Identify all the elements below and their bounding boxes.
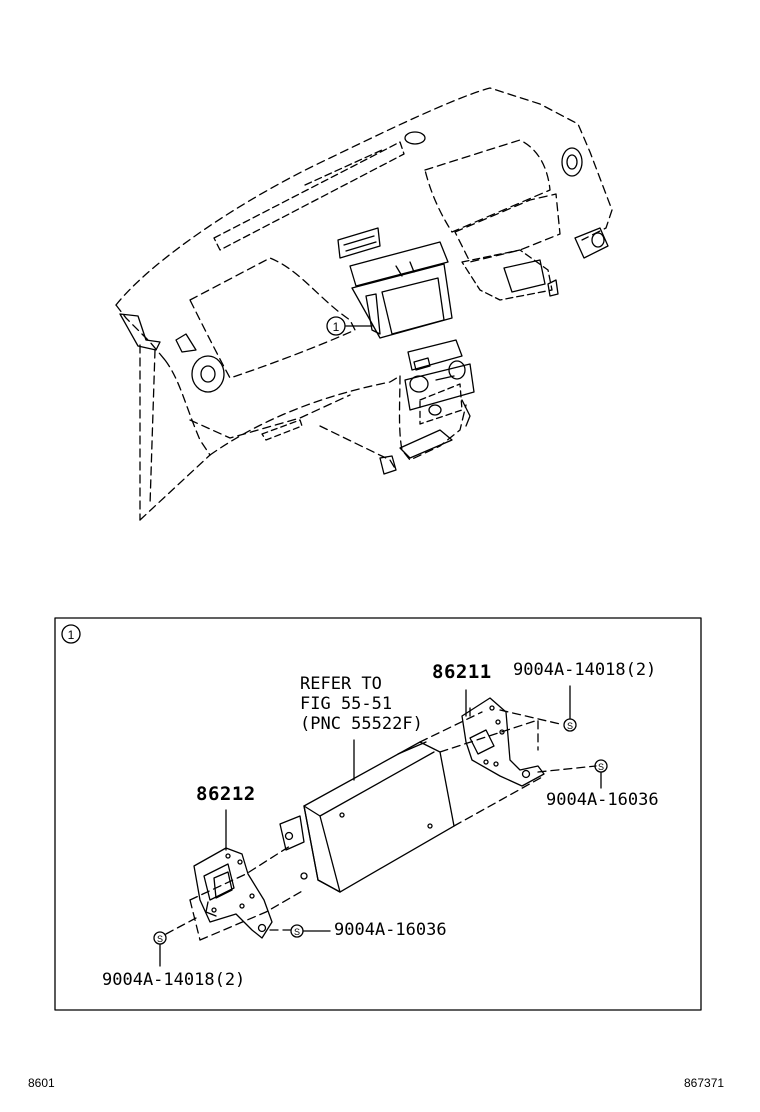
detail-callout-circle [61, 624, 81, 644]
footer-illustration-id: 867371 [684, 1076, 725, 1090]
overview-callout-number: 1 [333, 320, 340, 334]
screw-label-right: 9004A-16036 [546, 790, 659, 810]
screw-label-lower-center: 9004A-16036 [334, 920, 447, 940]
bracket-86211 [461, 697, 545, 787]
part-number-86211: 86211 [432, 661, 492, 683]
detail-callout-number: 1 [68, 628, 75, 642]
refer-note-line2: FIG 55-51 [300, 694, 393, 714]
screw-symbol-lower-left: S [157, 934, 163, 944]
refer-note-line1: REFER TO [300, 674, 382, 694]
part-number-86212: 86212 [196, 783, 256, 805]
footer-figure-number: 8601 [28, 1076, 55, 1090]
dashboard-overview-drawing [115, 87, 613, 521]
refer-note-line3: (PNC 55522F) [300, 714, 423, 734]
overview-callout-circle [326, 316, 346, 336]
screw-symbol-lower-center: S [294, 927, 300, 937]
bracket-86212 [193, 847, 273, 939]
screw-label-lower-left: 9004A-14018(2) [102, 970, 246, 990]
screw-symbol-right: S [598, 762, 604, 772]
screw-symbol-upper-right: S [567, 721, 573, 731]
screw-label-upper-right: 9004A-14018(2) [513, 660, 657, 680]
display-unit-box [303, 741, 455, 893]
detail-frame [54, 617, 702, 1011]
detail-exploded-view [153, 685, 608, 967]
